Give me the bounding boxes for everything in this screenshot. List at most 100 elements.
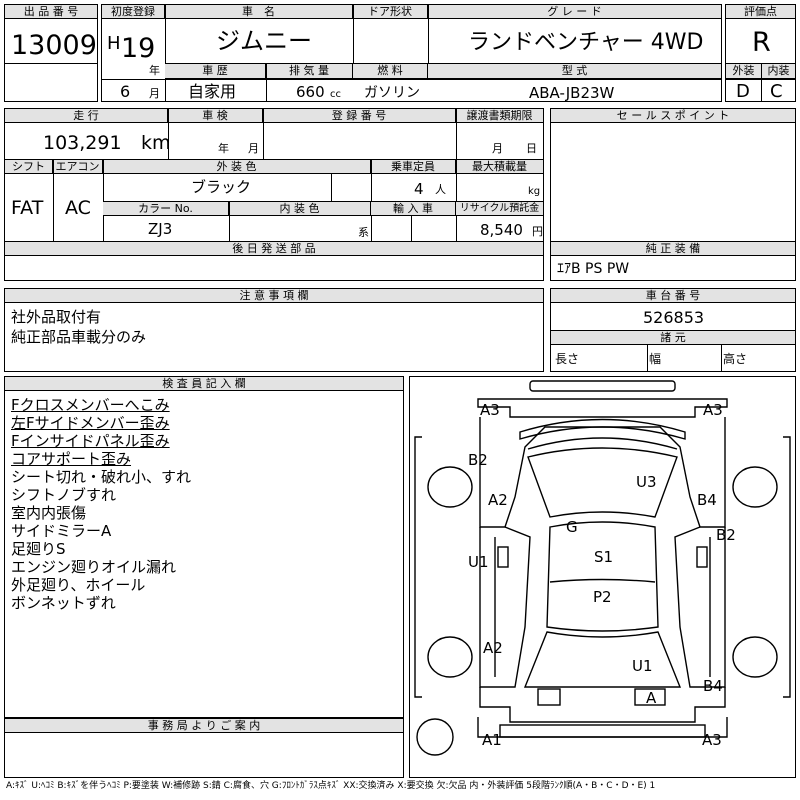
- genuine-equipment-label: 純 正 装 備: [551, 242, 795, 256]
- mileage: 103,291: [43, 132, 122, 154]
- damage-mark: A2: [488, 491, 508, 509]
- inspector-line: 外足廻り、ホイール: [11, 576, 146, 594]
- damage-mark: P2: [593, 588, 612, 606]
- exterior-grade: D: [736, 81, 750, 102]
- spec-width: 幅: [649, 352, 662, 366]
- displacement-label: 排 気 量: [266, 64, 353, 79]
- chassis-label: 車 台 番 号: [551, 289, 795, 303]
- capacity-label: 乗車定員: [371, 160, 456, 174]
- genuine-equipment-box: 純 正 装 備 ｴｱB PS PW: [550, 241, 796, 281]
- recycle-label: リサイクル預託金: [456, 202, 543, 216]
- km-unit: km: [141, 132, 171, 154]
- inspector-box: 検 査 員 記 入 欄 Fクロスメンバーへこみ 左Fサイドメンバー歪み Fインサ…: [4, 376, 404, 718]
- damage-mark: A2: [483, 639, 503, 657]
- first-reg-label: 初度登録: [102, 5, 165, 19]
- car-diagram: A3 A3 B2 U3 B4 A2 G B2 U1 S1 P2 A2 U1 A …: [414, 380, 791, 756]
- model: ABA-JB23W: [529, 84, 615, 102]
- kg-unit: kg: [528, 186, 541, 197]
- office-box: 事 務 局 よ り ご 案 内: [4, 718, 404, 778]
- grade-label: グ レ ー ド: [428, 5, 721, 19]
- color-number: ZJ3: [148, 220, 173, 238]
- year-unit: 年: [149, 64, 160, 77]
- damage-mark: A: [646, 689, 657, 707]
- transfer-label: 譲渡書類期限: [456, 109, 543, 123]
- sales-point-box: セ ー ル ス ポ イ ン ト: [550, 108, 796, 242]
- year: 19: [121, 33, 156, 64]
- displacement: 660: [296, 83, 325, 101]
- interior-grade: C: [770, 81, 783, 102]
- notes-box: 注 意 事 項 欄 社外品取付有 純正部品車載分のみ: [4, 288, 544, 372]
- import-label: 輸 入 車: [371, 202, 456, 216]
- exterior-color: ブラック: [191, 178, 252, 196]
- inspector-line: シフトノブすれ: [11, 486, 117, 504]
- score-box: 評価点 R 外装 内装 D C: [725, 4, 796, 102]
- lot-box: 出 品 番 号 13009: [4, 4, 98, 102]
- damage-mark: G: [566, 518, 578, 536]
- yen-unit: 円: [532, 225, 543, 238]
- mileage-label: 走 行: [5, 109, 168, 123]
- inspection-label: 車 検: [168, 109, 263, 123]
- month: 6: [120, 82, 131, 101]
- damage-mark: A3: [480, 401, 500, 419]
- inspector-line: 室内内張傷: [11, 504, 87, 522]
- recycle-fee: 8,540: [480, 221, 523, 239]
- damage-mark: B2: [716, 526, 736, 544]
- damage-mark: B2: [468, 451, 488, 469]
- reg-number-label: 登 録 番 号: [263, 109, 456, 123]
- inspector-line: 足廻りS: [11, 540, 66, 558]
- damage-mark: U3: [636, 473, 657, 491]
- color-label: 外 装 色: [103, 160, 371, 174]
- genuine-equipment: ｴｱB PS PW: [557, 261, 630, 277]
- spec-label: 諸 元: [551, 331, 795, 345]
- damage-mark: S1: [594, 548, 613, 566]
- inspector-line: コアサポート歪み: [11, 450, 132, 468]
- capacity: 4: [414, 180, 424, 198]
- vehicle-detail-grid: 走 行 車 検 登 録 番 号 譲渡書類期限 103,291 km 年 月 月 …: [4, 108, 544, 242]
- shift: FAT: [11, 197, 44, 219]
- shift-label: シフト: [5, 160, 53, 174]
- damage-mark: U1: [468, 553, 489, 571]
- era: H: [107, 33, 121, 54]
- car-diagram-box: A3 A3 B2 U3 B4 A2 G B2 U1 S1 P2 A2 U1 A …: [409, 376, 796, 778]
- note-line: 純正部品車載分のみ: [11, 328, 147, 346]
- car-name-label: 車 名: [165, 5, 353, 19]
- inspector-line: サイドミラーA: [11, 522, 112, 540]
- damage-mark: U1: [632, 657, 653, 675]
- delivery-parts-box: 後 日 発 送 部 品: [4, 241, 544, 281]
- inspection-month-unit: 月: [248, 142, 259, 155]
- damage-mark: A1: [482, 731, 502, 749]
- damage-mark: A3: [702, 731, 722, 749]
- transfer-day-unit: 日: [526, 142, 537, 155]
- model-label: 型 式: [428, 64, 721, 79]
- fuel-label: 燃 料: [353, 64, 428, 79]
- door-label: ドア形状: [353, 5, 428, 19]
- color-no-label: カラー No.: [103, 202, 229, 216]
- fuel: ガソリン: [364, 85, 420, 101]
- history: 自家用: [188, 82, 237, 101]
- delivery-parts-label: 後 日 発 送 部 品: [5, 242, 543, 256]
- inspector-line: 左Fサイドメンバー歪み: [11, 414, 170, 432]
- transfer-month-unit: 月: [492, 142, 503, 155]
- ac-label: エアコン: [53, 160, 103, 174]
- inspector-label: 検 査 員 記 入 欄: [5, 377, 403, 391]
- history-label: 車 歴: [165, 64, 266, 79]
- max-load-label: 最大積載量: [456, 160, 543, 174]
- note-line: 社外品取付有: [11, 308, 102, 326]
- office-label: 事 務 局 よ り ご 案 内: [5, 719, 403, 733]
- lot-label: 出 品 番 号: [5, 5, 97, 19]
- damage-mark: A3: [703, 401, 723, 419]
- month-unit: 月: [149, 87, 160, 100]
- score: R: [752, 27, 771, 58]
- lot-number: 13009: [11, 30, 97, 61]
- notes-label: 注 意 事 項 欄: [5, 289, 543, 303]
- inspector-line: Fクロスメンバーへこみ: [11, 396, 170, 414]
- interior-label: 内装: [762, 64, 795, 79]
- damage-mark: B4: [697, 491, 717, 509]
- ac: AC: [65, 197, 91, 219]
- inspection-year-unit: 年: [218, 142, 229, 155]
- legend: A:ｷｽﾞ U:ﾍｺﾐ B:ｷｽﾞを伴うﾍｺﾐ P:要塗装 W:補修跡 S:錆 …: [6, 781, 656, 791]
- inspector-line: ボンネットずれ: [11, 594, 116, 612]
- sales-point-label: セ ー ル ス ポ イ ン ト: [551, 109, 795, 123]
- main-header-grid: 初度登録 車 名 ドア形状 グ レ ー ド H 19 年 6 月 ジムニー ラン…: [101, 4, 722, 102]
